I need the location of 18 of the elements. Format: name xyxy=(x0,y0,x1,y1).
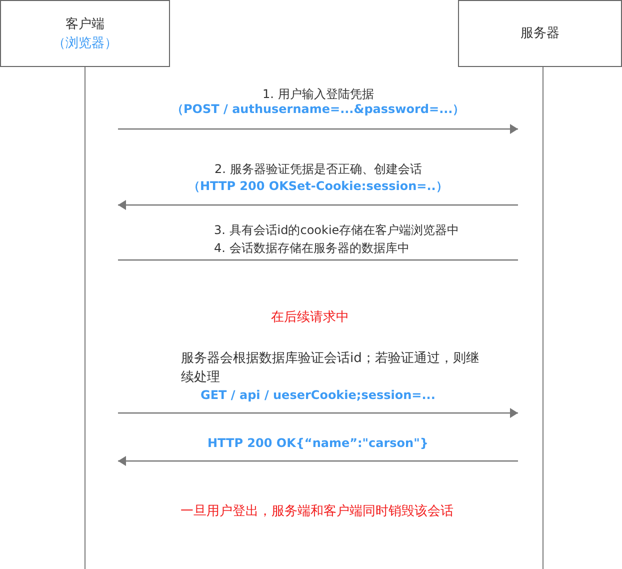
message-arrow xyxy=(118,408,518,418)
message-label: 3. 具有会话id的cookie存储在客户端浏览器中 4. 会话数据存储在服务器的数据库中 xyxy=(214,222,460,257)
message-line xyxy=(118,259,518,261)
message-arrow xyxy=(118,200,518,210)
participant-note: （浏览器） xyxy=(52,34,118,52)
participant-name: 服务器 xyxy=(520,25,560,43)
note-text: 一旦用户登出，服务端和客户端同时销毁该会话 xyxy=(180,503,454,521)
message-label: GET / api / ueserCookie;session=... xyxy=(200,387,436,404)
message-label: 2. 服务器验证凭据是否正确、创建会话 xyxy=(214,161,422,178)
message-label: HTTP 200 OK{“name”:"carson"} xyxy=(208,435,428,452)
message-detail: （HTTP 200 OKSet-Cookie:session=..） xyxy=(188,178,448,195)
message-label: 1. 用户输入登陆凭据 xyxy=(262,86,374,103)
note-text: 服务器会根据数据库验证会话id；若验证通过，则继续处理 xyxy=(181,350,480,387)
message-detail: （POST / authusername=...&password=...） xyxy=(172,101,465,118)
message-arrow xyxy=(118,124,518,134)
section-heading: 在后续请求中 xyxy=(271,309,349,327)
message-arrow xyxy=(118,456,518,466)
participant-name: 客户端 xyxy=(66,16,104,34)
